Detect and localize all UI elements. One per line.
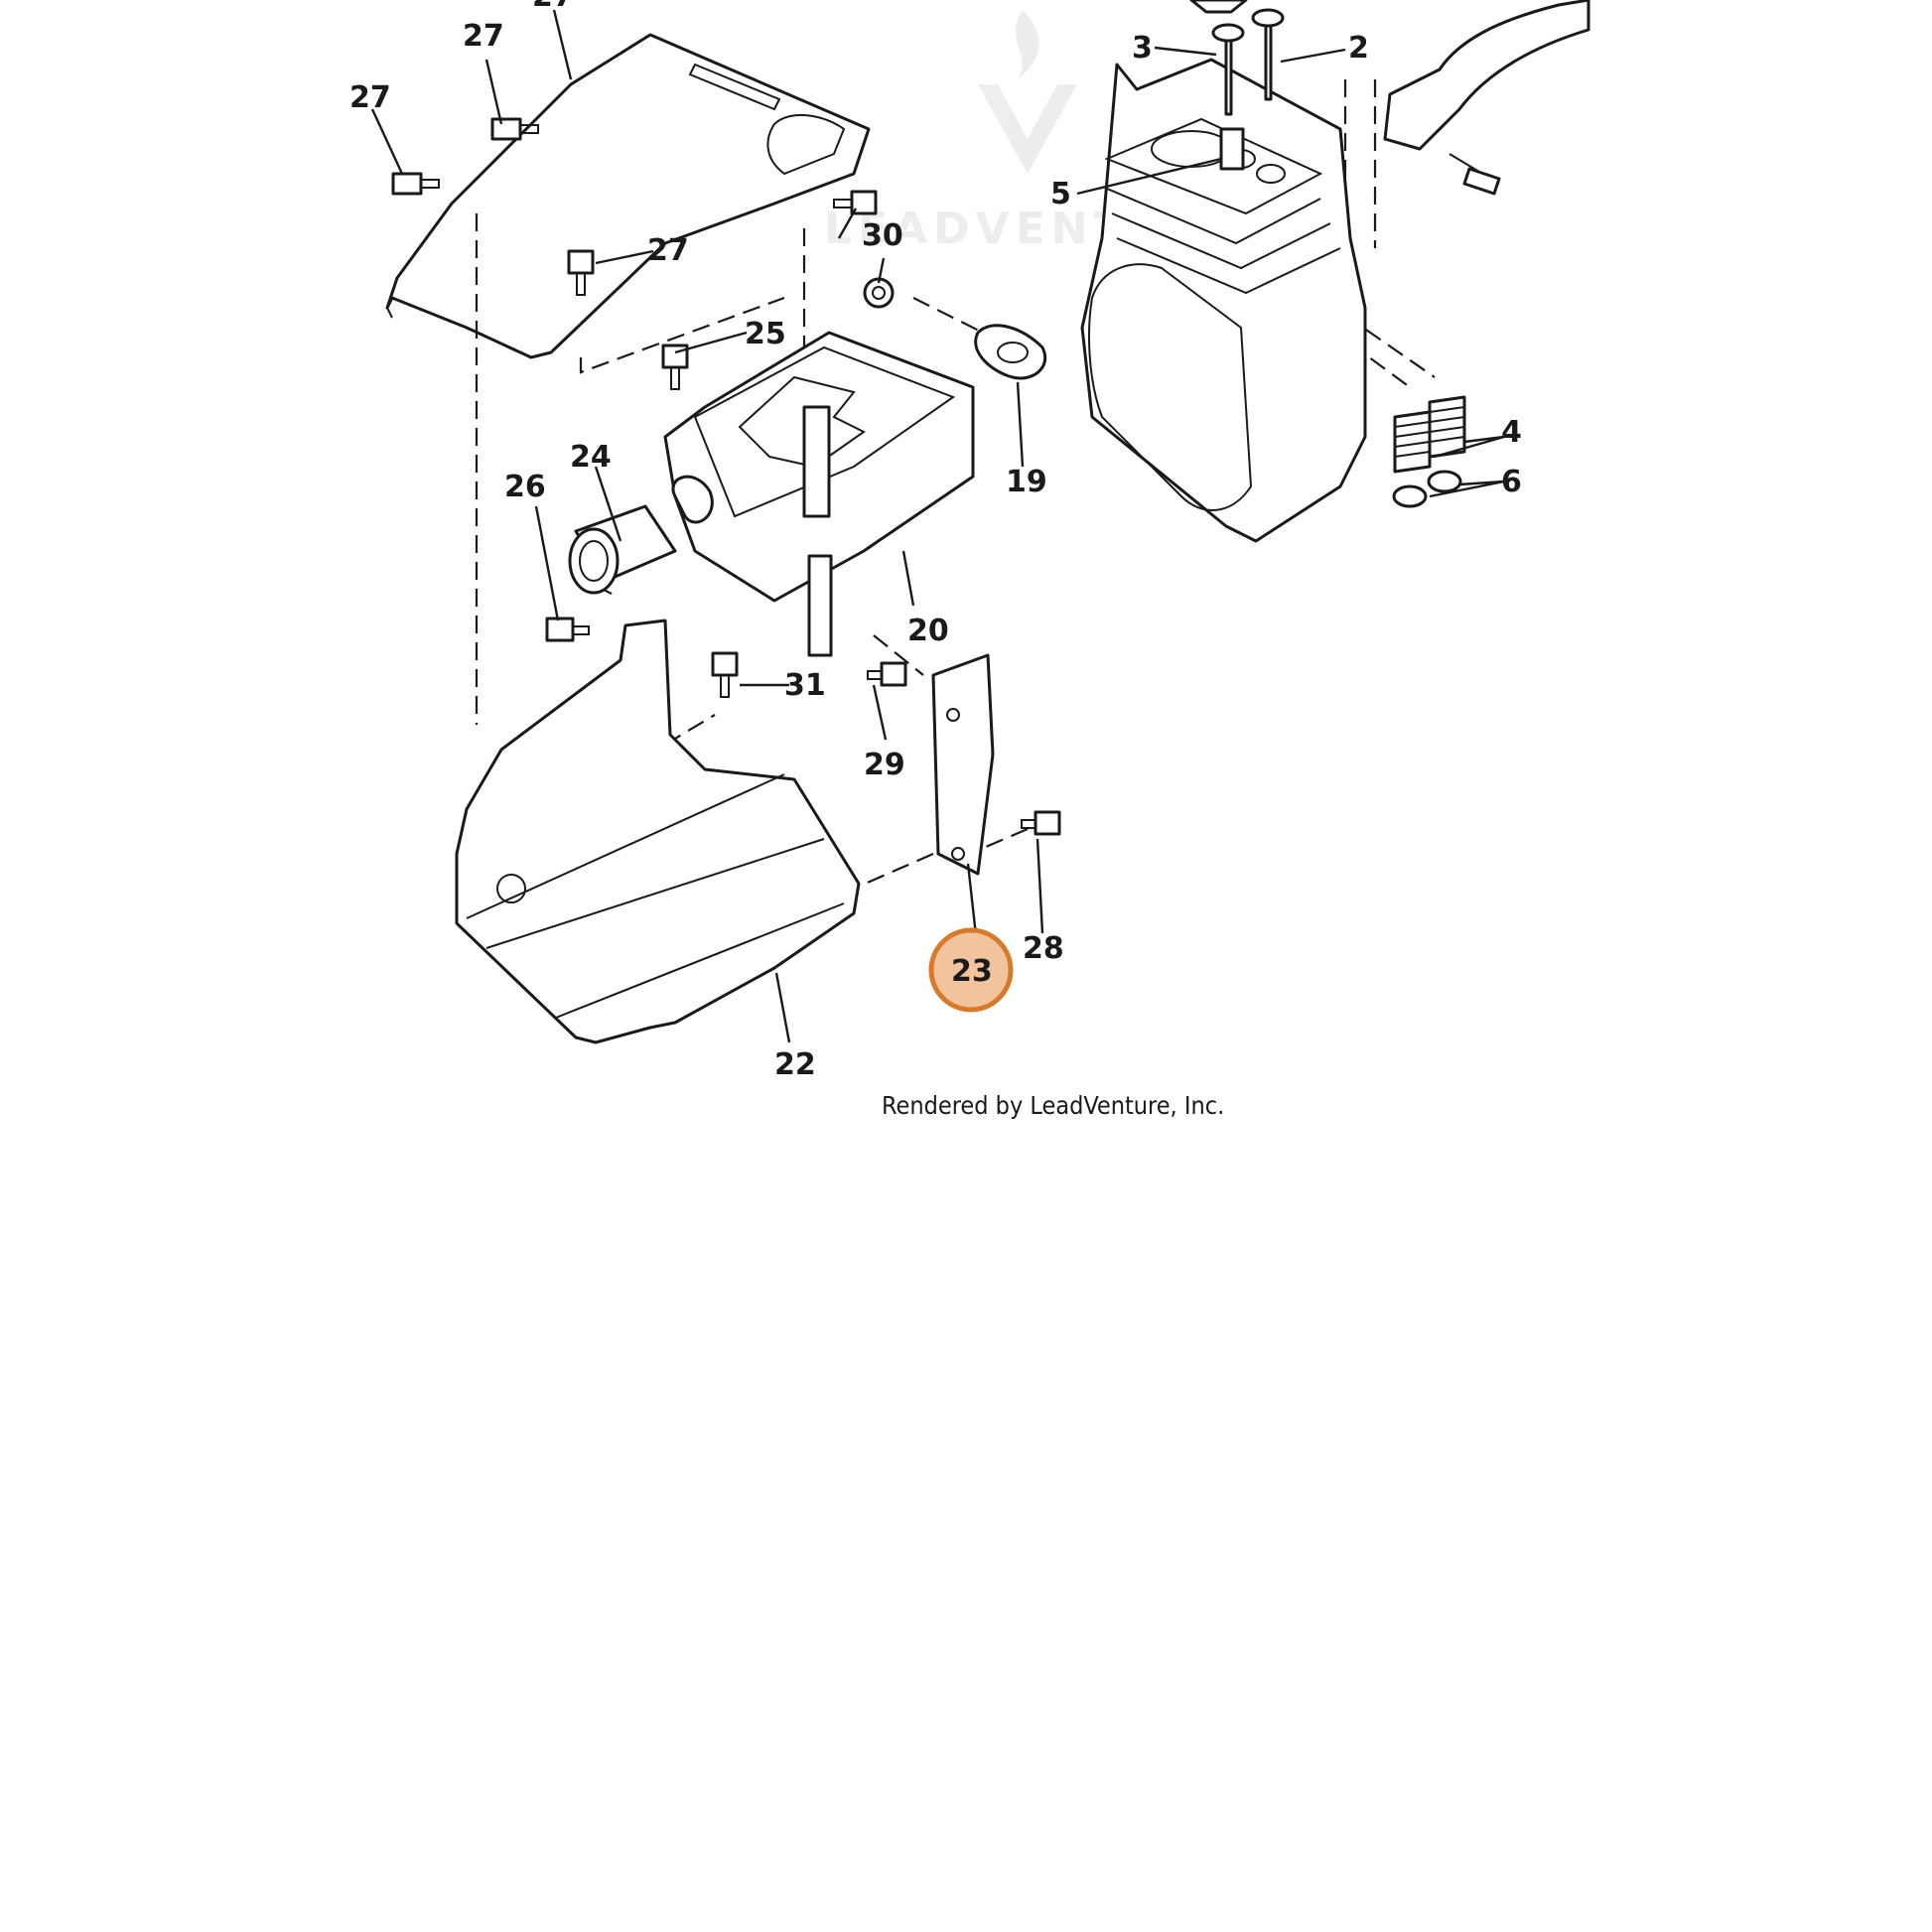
callout-3[interactable]: 3: [1132, 31, 1153, 66]
cylinder-head: [1080, 58, 1367, 543]
callout-28[interactable]: 28: [1023, 931, 1064, 966]
tailpipe: [568, 504, 677, 595]
callout-27[interactable]: 27: [463, 19, 504, 54]
callout-26[interactable]: 26: [504, 470, 546, 504]
callout-29[interactable]: 29: [864, 748, 905, 782]
callout-27[interactable]: 27: [349, 80, 391, 115]
callout-31[interactable]: 31: [784, 668, 826, 703]
callout-24[interactable]: 24: [570, 440, 612, 475]
callout-6[interactable]: 6: [1501, 465, 1522, 499]
side-bracket: [931, 653, 995, 876]
callout-4[interactable]: 4: [1501, 415, 1522, 450]
callout-19[interactable]: 19: [1006, 465, 1047, 499]
part-callouts[interactable]: 27 27 27 27 30 25 24 26 20 31 29 22 23 2…: [349, 0, 1522, 1082]
callout-22[interactable]: 22: [774, 1047, 816, 1082]
callout-30[interactable]: 30: [862, 218, 903, 253]
callout-23[interactable]: 23: [951, 954, 993, 989]
highlight-circle: [928, 927, 1014, 1013]
callout-5[interactable]: 5: [1050, 177, 1071, 211]
valve-springs: [1392, 395, 1466, 508]
callout-27[interactable]: 27: [647, 233, 689, 268]
render-credit: Rendered by LeadVenture, Inc.: [882, 1091, 1224, 1120]
callout-25[interactable]: 25: [745, 317, 786, 351]
callout-27[interactable]: 27: [532, 0, 574, 14]
intake-elbow: [1189, 0, 1590, 196]
exhaust-gasket: [974, 324, 1047, 380]
callout-2[interactable]: 2: [1348, 31, 1369, 66]
leader-lines: [370, 9, 1505, 1043]
fasteners: [391, 117, 1061, 836]
valves: [1211, 8, 1285, 171]
top-shroud: [385, 33, 871, 359]
muffler: [663, 331, 975, 657]
callout-20[interactable]: 20: [907, 614, 949, 648]
lower-heat-shield: [455, 619, 861, 1044]
